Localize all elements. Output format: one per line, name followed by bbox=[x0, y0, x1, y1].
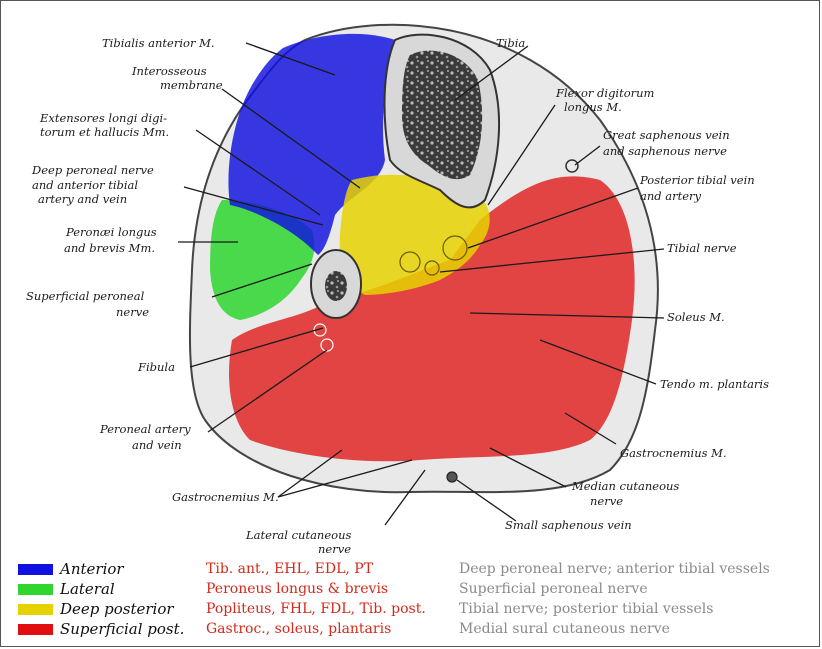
legend-nerves: Deep peroneal nerve; anterior tibial ves… bbox=[459, 561, 770, 577]
label-superficial-peroneal: Superficial peroneal bbox=[26, 289, 145, 303]
label-soleus: Soleus M. bbox=[667, 310, 725, 324]
label-small-saphenous: Small saphenous vein bbox=[505, 518, 632, 532]
label-flexor-digitorum: longus M. bbox=[564, 100, 622, 114]
legend-row-superficial-posterior: Superficial post. Gastroc., soleus, plan… bbox=[18, 620, 818, 640]
label-interosseous: membrane bbox=[160, 78, 223, 92]
legend-swatch bbox=[18, 584, 53, 595]
label-gastrocnemius-medial: Gastrocnemius M. bbox=[620, 446, 727, 460]
legend-muscles: Tib. ant., EHL, EDL, PT bbox=[206, 561, 373, 577]
legend-group-name: Lateral bbox=[60, 580, 115, 598]
label-fibula: Fibula bbox=[137, 360, 175, 374]
label-peroneal-artery: Peroneal artery bbox=[99, 422, 191, 436]
legend-group-name: Deep posterior bbox=[60, 600, 174, 618]
legend-muscles: Gastroc., soleus, plantaris bbox=[206, 621, 391, 637]
label-extensores: Extensores longi digi- bbox=[39, 111, 167, 125]
legend-row-deep-posterior: Deep posterior Popliteus, FHL, FDL, Tib.… bbox=[18, 600, 818, 620]
legend-nerves: Medial sural cutaneous nerve bbox=[459, 621, 670, 637]
label-deep-peroneal: artery and vein bbox=[38, 192, 127, 206]
label-deep-peroneal: Deep peroneal nerve bbox=[31, 163, 154, 177]
leg-cross-section-diagram: Tibialis anterior M. Tibia Interosseous … bbox=[0, 0, 822, 560]
fibula-marrow bbox=[325, 271, 347, 301]
legend-group-name: Superficial post. bbox=[60, 620, 184, 638]
label-extensores: torum et hallucis Mm. bbox=[40, 125, 169, 139]
legend-row-anterior: Anterior Tib. ant., EHL, EDL, PT Deep pe… bbox=[18, 560, 818, 580]
label-peronaei: and brevis Mm. bbox=[64, 241, 155, 255]
label-lateral-cutaneous: nerve bbox=[318, 542, 351, 556]
legend-swatch bbox=[18, 624, 53, 635]
label-peronaei: Peronæi longus bbox=[65, 225, 157, 239]
legend-swatch bbox=[18, 564, 53, 575]
label-great-saphenous: Great saphenous vein bbox=[603, 128, 730, 142]
label-tibialis-anterior: Tibialis anterior M. bbox=[102, 36, 215, 50]
legend-swatch bbox=[18, 604, 53, 615]
legend-muscles: Popliteus, FHL, FDL, Tib. post. bbox=[206, 601, 426, 617]
legend-group-name: Anterior bbox=[60, 560, 124, 578]
label-tibial-nerve: Tibial nerve bbox=[667, 241, 737, 255]
legend-nerves: Superficial peroneal nerve bbox=[459, 581, 648, 597]
label-median-cutaneous: nerve bbox=[590, 494, 623, 508]
label-great-saphenous: and saphenous nerve bbox=[603, 144, 727, 158]
label-superficial-peroneal: nerve bbox=[116, 305, 149, 319]
label-deep-peroneal: and anterior tibial bbox=[32, 178, 138, 192]
label-tibia: Tibia bbox=[496, 36, 525, 50]
label-gastrocnemius-lateral: Gastrocnemius M. bbox=[172, 490, 279, 504]
label-interosseous: Interosseous bbox=[131, 64, 207, 78]
label-tendo-plantaris: Tendo m. plantaris bbox=[660, 377, 769, 391]
label-median-cutaneous: Median cutaneous bbox=[571, 479, 679, 493]
label-peroneal-artery: and vein bbox=[132, 438, 182, 452]
label-posterior-tibial: Posterior tibial vein bbox=[639, 173, 755, 187]
small-saphenous-vein-marker bbox=[447, 472, 457, 482]
legend-row-lateral: Lateral Peroneus longus & brevis Superfi… bbox=[18, 580, 818, 600]
label-posterior-tibial: and artery bbox=[640, 189, 702, 203]
label-lateral-cutaneous: Lateral cutaneous bbox=[245, 528, 351, 542]
legend-muscles: Peroneus longus & brevis bbox=[206, 581, 388, 597]
label-flexor-digitorum: Flexor digitorum bbox=[555, 86, 655, 100]
legend-nerves: Tibial nerve; posterior tibial vessels bbox=[459, 601, 713, 617]
